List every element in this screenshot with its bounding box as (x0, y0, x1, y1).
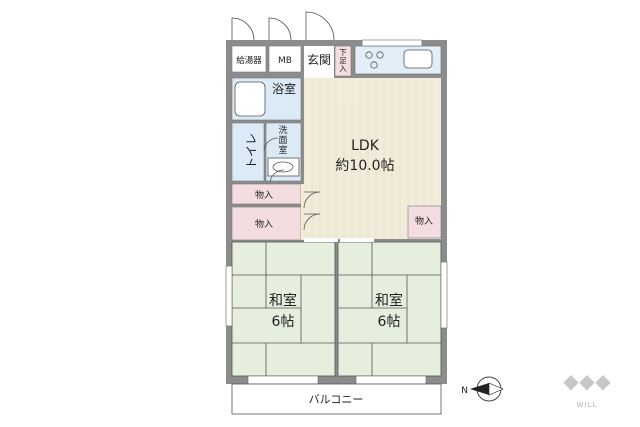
shoe-storage-room (334, 45, 352, 77)
kitchen-sink (403, 49, 433, 69)
storage-right-label: 物入 (415, 215, 433, 227)
washitsu-left-size: 6帖 (272, 314, 295, 330)
mb-room (268, 45, 302, 73)
washitsu-left (232, 242, 335, 376)
washitsu-left-name: 和室 (269, 292, 297, 309)
windows (225, 39, 448, 385)
will-logo-icon (563, 375, 611, 391)
logo-text: WILL (577, 401, 598, 409)
shoe-storage-label-3: 入 (339, 64, 347, 73)
ldk-washitsu-opening-right (340, 238, 374, 242)
entrance-area (304, 46, 334, 78)
shoe-storage-label-2: 足 (339, 56, 347, 65)
toilet-label: トイレ (245, 133, 259, 169)
balcony (231, 383, 442, 415)
washroom-label-3: 室 (278, 144, 287, 156)
balcony-label: バルコニー (309, 393, 364, 406)
shoe-storage-label-1: 下 (339, 48, 347, 57)
washroom-label-2: 面 (278, 135, 287, 146)
storage-lower-label: 物入 (255, 218, 273, 230)
washitsu-right (338, 242, 441, 376)
ldk-floor-lines (311, 80, 433, 238)
compass-icon (470, 376, 504, 402)
bathtub (234, 81, 266, 117)
water-heater-room (231, 45, 267, 73)
doors (231, 11, 335, 231)
ldk-washitsu-opening (304, 238, 338, 242)
hall-floor (301, 184, 304, 240)
ldk-name: LDK (351, 138, 380, 154)
entrance-label: 玄関 (307, 52, 331, 67)
washbasin (267, 157, 300, 177)
washitsu-right-name: 和室 (375, 292, 403, 309)
compass-north-label: N (461, 386, 468, 396)
washroom-label-1: 洗 (278, 124, 287, 136)
storage-upper-label: 物入 (255, 189, 273, 201)
storage-lower (231, 206, 302, 241)
stove-burner-3 (370, 61, 378, 69)
bath-label: 浴室 (272, 81, 296, 96)
water-heater-label: 給湯器 (236, 55, 262, 66)
stove-burner-1 (365, 51, 373, 59)
washbasin-bowl (272, 161, 294, 173)
stove-burner-2 (376, 51, 384, 59)
mb-label: MB (278, 56, 292, 66)
storage-right (407, 205, 442, 239)
washitsu-right-size: 6帖 (378, 314, 401, 330)
toilet-room (231, 122, 265, 182)
ldk-size: 約10.0帖 (335, 158, 394, 174)
